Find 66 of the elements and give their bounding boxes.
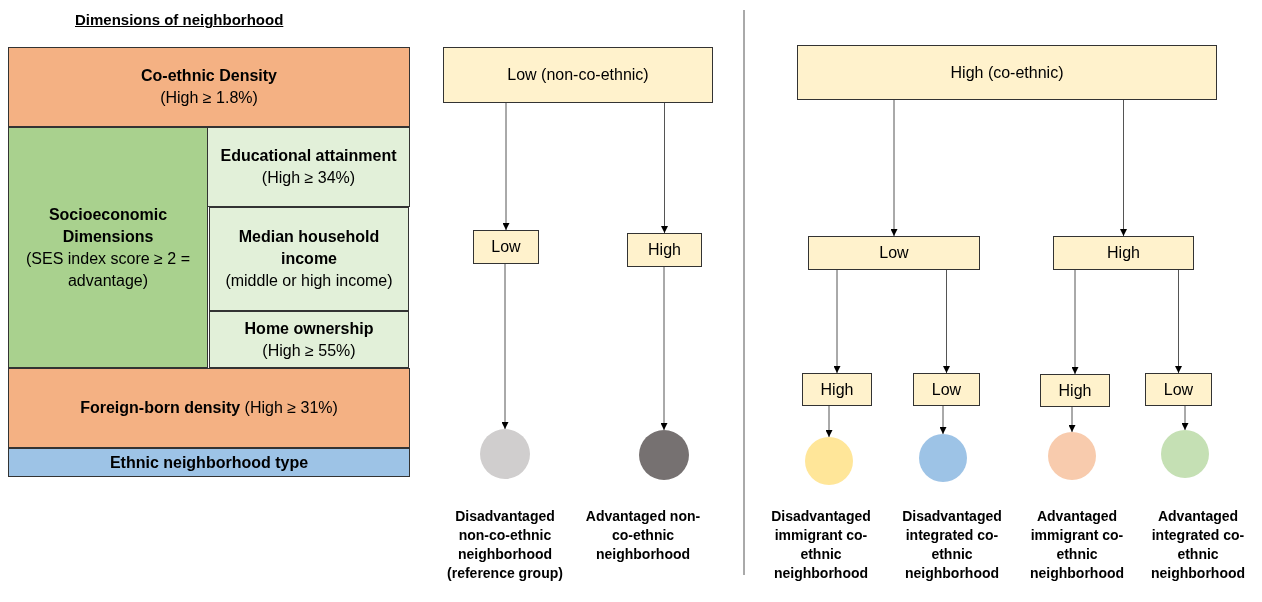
box-heading: Low <box>930 379 963 400</box>
node-caption: Disadvantaged non-co-ethnic neighborhood (reference group) <box>446 507 564 583</box>
arrow <box>660 266 668 431</box>
category-box <box>209 311 409 368</box>
node-caption: Advantaged immigrant co-ethnic neighborhood <box>1028 507 1126 583</box>
category-box <box>1053 236 1194 270</box>
category-box <box>797 45 1217 100</box>
box-heading: High <box>1106 243 1141 263</box>
arrow <box>502 102 510 231</box>
arrow <box>1175 269 1182 374</box>
box-heading: High <box>819 379 855 400</box>
box-heading: Low <box>878 243 910 263</box>
box-text: (middle or high income) <box>224 271 394 291</box>
category-box <box>473 230 539 264</box>
category-box <box>1145 373 1212 406</box>
box-text: (High ≥ 1.8%) <box>159 88 259 108</box>
box-heading: Socioeconomic Dimensions <box>47 204 169 247</box>
arrow <box>890 99 898 237</box>
category-box <box>209 207 409 311</box>
box-heading: Ethnic neighborhood type <box>108 452 310 473</box>
arrow <box>501 263 509 430</box>
category-box <box>8 368 410 448</box>
node-caption: Advantaged non-co-ethnic neighborhood <box>584 507 702 564</box>
box-heading: Foreign-born density (High ≥ 31%) <box>79 398 339 418</box>
box-heading: Home ownership <box>243 318 375 339</box>
box-heading: Co-ethnic Density <box>140 66 278 86</box>
heading: Dimensions of neighborhood <box>75 11 284 28</box>
category-box <box>8 47 410 127</box>
box-heading: Median household income <box>237 227 381 269</box>
category-box <box>443 47 713 103</box>
arrow <box>833 269 841 374</box>
node-caption: Advantaged integrated co-ethnic neighborhood <box>1149 507 1247 583</box>
arrow <box>1181 405 1189 431</box>
category-box <box>207 127 410 207</box>
category-box <box>8 448 410 477</box>
arrow <box>1071 269 1079 375</box>
box-text: (SES index score ≥ 2 = advantage) <box>25 248 191 291</box>
category-dot <box>480 429 530 479</box>
node-caption: Disadvantaged immigrant co-ethnic neighborhood <box>770 507 872 583</box>
box-heading: High <box>647 240 682 260</box>
box-heading: Educational attainment <box>219 146 398 166</box>
category-dot <box>805 437 853 485</box>
box-heading: Low (non-co-ethnic) <box>506 65 650 85</box>
category-box <box>8 127 208 368</box>
arrow <box>943 269 950 374</box>
box-text: (High ≥ 55%) <box>261 340 357 361</box>
box-heading: Low <box>1162 379 1195 400</box>
box-heading: High <box>1057 380 1093 401</box>
arrow <box>1068 406 1076 433</box>
category-box <box>627 233 702 267</box>
arrow <box>939 405 947 435</box>
category-dot <box>1048 432 1096 480</box>
box-text: (High ≥ 34%) <box>260 168 357 188</box>
arrow <box>661 102 668 234</box>
node-caption: Disadvantaged integrated co-ethnic neighborhood <box>901 507 1003 583</box>
category-box <box>1040 374 1110 407</box>
box-heading: High (co-ethnic) <box>949 62 1065 83</box>
category-dot <box>919 434 967 482</box>
category-dot <box>1161 430 1209 478</box>
category-box <box>802 373 872 406</box>
arrow <box>1120 99 1127 237</box>
category-dot <box>639 430 689 480</box>
category-box <box>913 373 980 406</box>
box-heading: Low <box>490 237 522 257</box>
category-box <box>808 236 980 270</box>
arrow <box>825 405 833 438</box>
